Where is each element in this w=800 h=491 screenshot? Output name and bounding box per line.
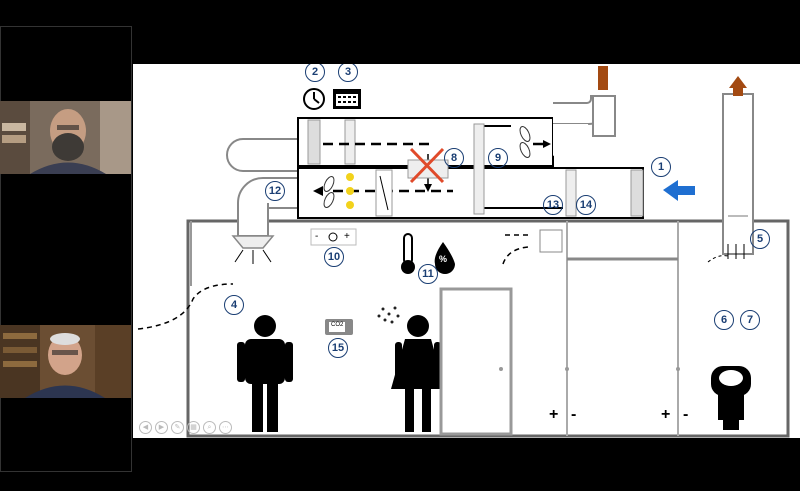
terminal-plus-2: + [661, 406, 671, 423]
participant-2-video[interactable] [0, 325, 131, 398]
co2-label: CO2 [331, 322, 344, 328]
participant-2-avatar-image [0, 325, 131, 398]
label-15: 15 [328, 338, 348, 358]
controller-minus: - [315, 231, 319, 242]
pen-tool-button[interactable]: ✎ [171, 421, 184, 434]
label-4: 4 [224, 295, 244, 315]
vent-pipe [722, 93, 754, 255]
person-woman-icon [391, 315, 445, 432]
slides-view-button[interactable]: ▦ [187, 421, 200, 434]
supply-air-arrow [663, 180, 695, 201]
ventilation-diagram [137, 66, 790, 438]
label-9: 9 [488, 148, 508, 168]
room-outline [186, 219, 790, 438]
participant-1-avatar-image [0, 101, 131, 174]
supply-diffuser [231, 235, 275, 249]
next-slide-button[interactable]: ▶ [155, 421, 168, 434]
supply-fan-icon [323, 176, 335, 208]
exhaust-fan-icon [519, 126, 531, 158]
zoom-button[interactable]: ⌕ [203, 421, 216, 434]
label-1: 1 [651, 157, 671, 177]
controller-plus: + [344, 231, 350, 242]
label-2: 2 [305, 64, 325, 82]
label-3: 3 [338, 64, 358, 82]
door [439, 287, 513, 436]
ahu-supply-section [297, 167, 644, 219]
more-options-button[interactable]: ⋯ [219, 421, 232, 434]
exhaust-outlet [598, 66, 608, 90]
label-13: 13 [543, 195, 563, 215]
label-10: 10 [324, 247, 344, 267]
shared-slide: 2 3 1 8 9 12 13 14 5 10 11 4 6 7 15 - + … [133, 64, 800, 438]
ahu-exhaust-section [297, 117, 554, 167]
humidity-symbol: % [439, 254, 448, 264]
thermometer-icon [403, 233, 413, 265]
label-12: 12 [265, 181, 285, 201]
terminal-plus-1: + [549, 406, 559, 423]
prev-slide-button[interactable]: ◀ [139, 421, 152, 434]
terminal-minus-2: - [683, 406, 689, 423]
humidity-icon [434, 242, 455, 274]
person-man-icon [237, 315, 293, 432]
label-6: 6 [714, 310, 734, 330]
label-7: 7 [740, 310, 760, 330]
duct-elbow-top [226, 138, 298, 172]
terminal-minus-1: - [571, 406, 577, 423]
label-8: 8 [444, 148, 464, 168]
particles-icon [377, 306, 400, 324]
label-14: 14 [576, 195, 596, 215]
label-5: 5 [750, 229, 770, 249]
label-11: 11 [418, 264, 438, 284]
participant-1-video[interactable] [0, 101, 131, 174]
participants-strip [0, 26, 132, 472]
